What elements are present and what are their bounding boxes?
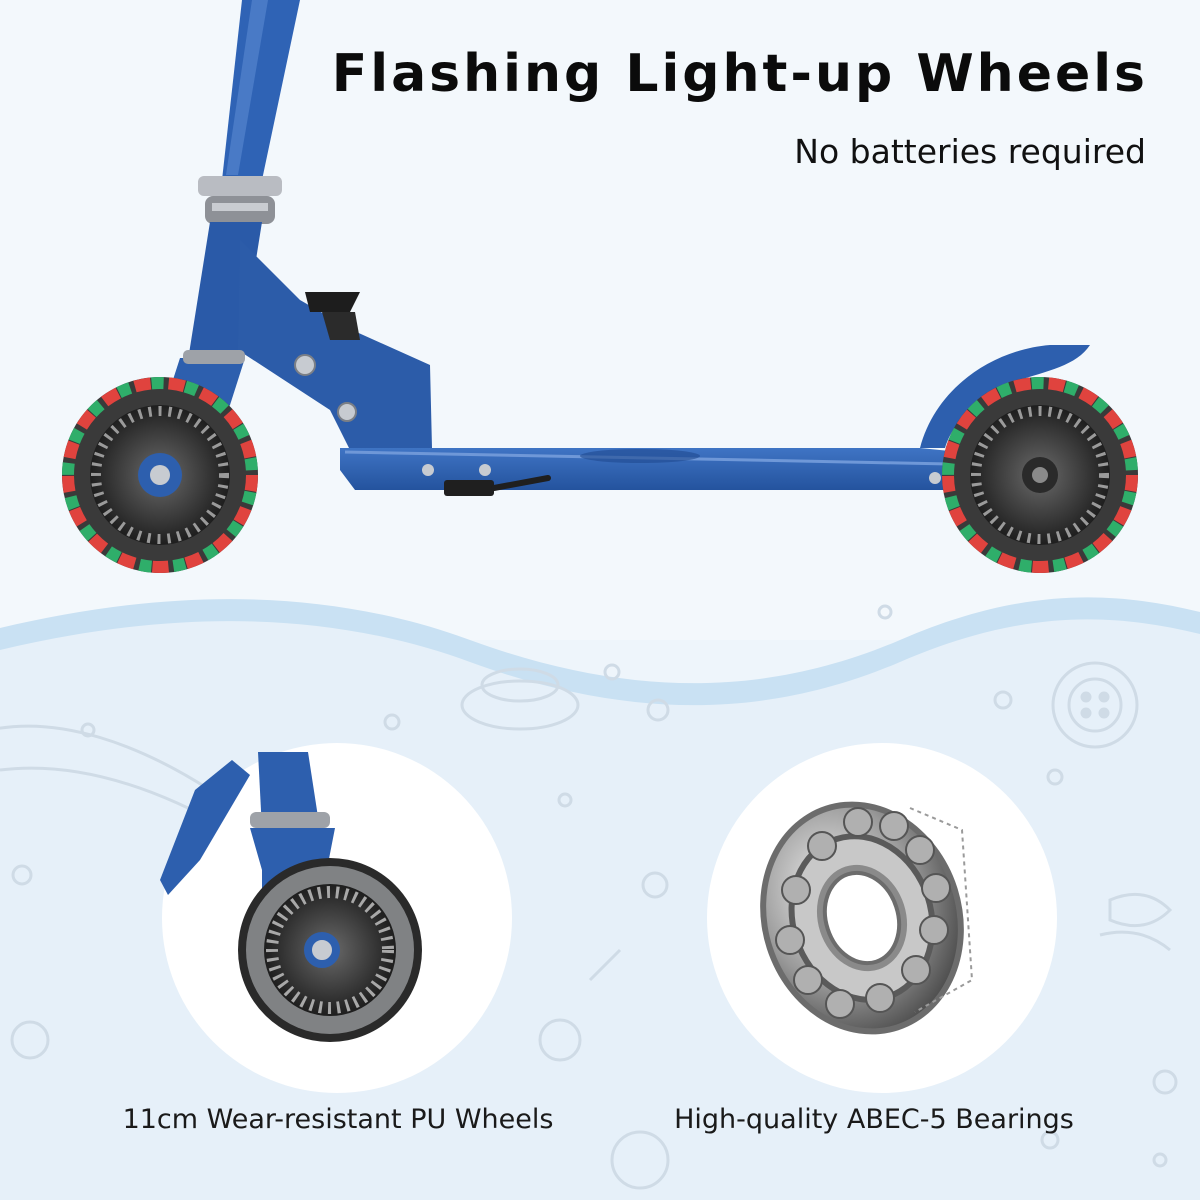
feature-caption-pu-wheels: 11cm Wear-resistant PU Wheels xyxy=(122,1104,554,1135)
pu-wheel-closeup-icon xyxy=(160,743,512,1093)
doodle-pattern xyxy=(0,604,1178,1190)
front-light-up-wheel xyxy=(62,377,258,573)
headline-subtitle: No batteries required xyxy=(794,132,1146,171)
feature-caption-bearings: High-quality ABEC-5 Bearings xyxy=(674,1104,1074,1135)
rear-light-up-wheel xyxy=(942,377,1138,573)
ball-bearing-icon xyxy=(707,743,1057,1093)
headline-title: Flashing Light-up Wheels xyxy=(331,44,1148,104)
